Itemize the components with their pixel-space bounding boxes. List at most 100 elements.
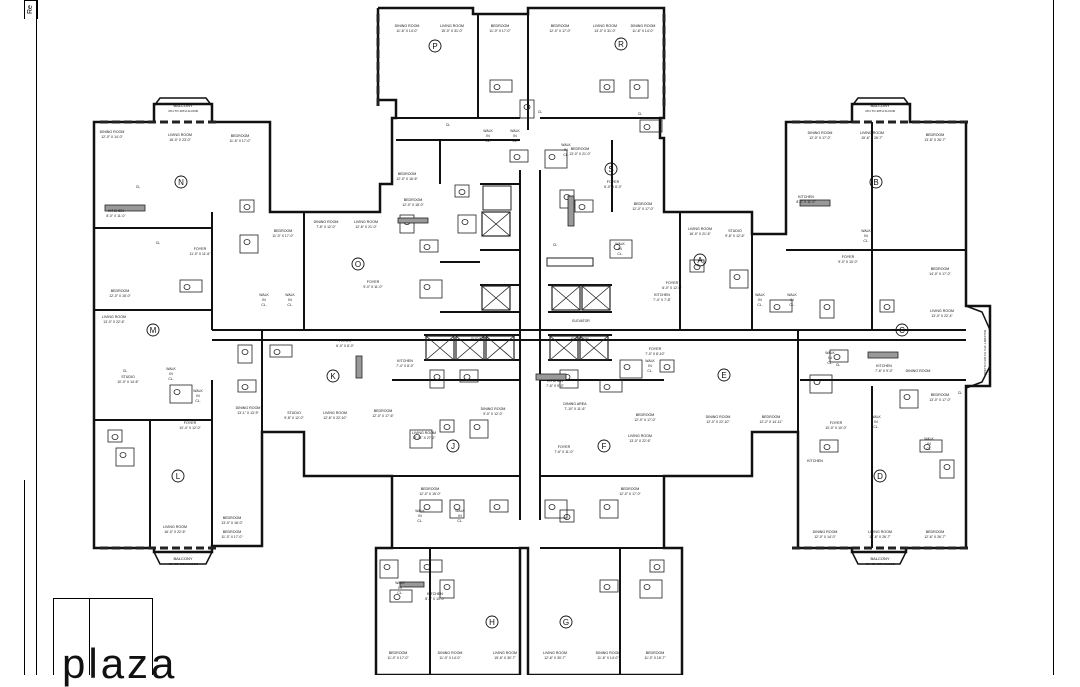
room-dims: 9'-0" X 12'-0" [483,412,503,416]
walk-in-closet-label: CL. [261,303,266,307]
room-dims: 9'-8" X 12'-0" [284,416,304,420]
room-dims: 9'-8" X 12'-6" [725,234,745,238]
room-dims: 15'-6" X 26'-7" [869,535,891,539]
room-dims: 9'-0" X 11'-0" [363,285,383,289]
walk-in-closet-label: CL. [457,519,462,523]
walk-in-closet-label: WALK [193,389,203,393]
walk-in-closet-label: WALK [755,293,765,297]
room-dims: 13'-1" X 13'-9" [237,411,259,415]
unit-marker-circle [171,469,185,483]
room-dims: 7'-6" X 9'-0" [546,384,564,388]
unit-marker-circle [597,439,611,453]
walk-in-closet-label: CL. [827,361,832,365]
walk-in-closet-label: IN [564,148,568,152]
corner-label: Re [24,0,38,19]
unit-marker-circle [326,369,340,383]
balcony-label: BALCONY [870,556,889,561]
plaza-logo [53,598,153,675]
walk-in-closet-label: IN [618,247,622,251]
room-name: FOYER [558,445,571,449]
room-dims: 13'-8" X 26'-7" [924,138,946,142]
walk-in-closet-label: CL. [926,447,931,451]
room-name: BEDROOM [274,229,293,233]
walk-in-closet-label: WALK [861,229,871,233]
room-dims: 12'-2" X 14'-11" [759,420,783,424]
room-dims: 12'-6" X 30'-7" [544,656,566,660]
walk-in-closet-label: IN [196,394,200,398]
walk-in-closet-label: IN [864,234,868,238]
closet-label: CL [123,369,127,373]
walk-in-closet-label: CL. [397,591,402,595]
room-dims: 15'-0" X 31'-0" [441,29,463,33]
walk-in-closet-label: WALK [924,437,934,441]
room-name: BEDROOM [646,651,665,655]
room-name: DINING ROOM [236,406,261,410]
walk-in-closet-label: IN [874,420,878,424]
walk-in-closet-label: CL. [485,139,490,143]
room-name: BEDROOM [931,267,950,271]
room-name: BEDROOM [571,147,590,151]
room-dims: 14'-0" X 17'-0" [929,272,951,276]
walk-in-closet-label: CL. [789,303,794,307]
room-name: LIVING ROOM [168,133,192,137]
room-name: KITCHEN [108,209,124,213]
room-name: LIVING ROOM [628,434,652,438]
room-dims: 11'-0" X 17'-0" [272,234,294,238]
room-dims: 6'-0" X 12'-0" [662,286,682,290]
unit-marker-circle [693,253,707,267]
room-dims: 12'-0" X 15'-0" [109,294,131,298]
room-name: BEDROOM [223,516,242,520]
room-dims: 12'-0" X 17'-0" [632,207,654,211]
unit-letter: A [697,256,703,265]
room-name: LIVING ROOM [440,24,464,28]
balcony-label: BALCONY [173,103,192,108]
room-dims: 15'-6" X 26'-7" [861,136,883,140]
unit-letter: P [432,42,437,51]
room-name: LIVING ROOM [930,309,954,313]
room-name: DINING ROOM [438,651,463,655]
room-dims: 11'-6" X 14'-0" [597,656,619,660]
room-name: BEDROOM [621,487,640,491]
room-dims: 7'-4" X 8'-0" [396,364,414,368]
room-name: LIVING ROOM [593,24,617,28]
room-dims: 16'-0" X 22'-6" [164,530,186,534]
room-dims: 7'-6" X 9'-0" [875,369,893,373]
room-dims: 13'-0" X 21'-0" [569,152,591,156]
walls [92,6,992,675]
room-name: LIVING ROOM [688,227,712,231]
room-name: LIVING ROOM [412,431,436,435]
room-name: DINING ROOM [395,24,420,28]
room-name: BEDROOM [636,413,655,417]
unit-letter: O [355,260,361,269]
room-dims: 13'-0" X 16'-0" [221,521,243,525]
walk-in-closet-label: IN [458,514,462,518]
unit-marker-circle [146,323,160,337]
room-dims: 13'-0" X 17'-0" [929,398,951,402]
walk-in-closet-label: CL. [287,303,292,307]
room-name: STUDIO [728,229,742,233]
room-name: LIVING ROOM [543,651,567,655]
room-name: KITCHEN [547,379,563,383]
walk-in-closet-label: WALK [455,509,465,513]
unit-letter: H [489,618,495,627]
room-dims: 7'-0" X 8'-10" [645,352,665,356]
room-dims: 11'-6" X 17'-0" [229,139,251,143]
room-dims: 8'-0" X 10'-0" [425,597,445,601]
room-dims: 10'-0" X 14'-6" [117,380,139,384]
room-name: DINING ROOM [481,407,506,411]
room-dims: 12'-0" X 17'-0" [549,29,571,33]
room-name: FOYER [830,421,843,425]
unit-marker-circle [351,257,365,271]
room-name: KITCHEN [798,195,814,199]
unit-letter: C [899,326,905,335]
room-dims: 11'-0" X 17'-0" [387,656,409,660]
unit-letter: F [602,442,607,451]
unit-marker-circle [717,368,731,382]
room-dims: 12'-0" X 16'-6" [396,177,418,181]
room-name: LIVING ROOM [493,651,517,655]
